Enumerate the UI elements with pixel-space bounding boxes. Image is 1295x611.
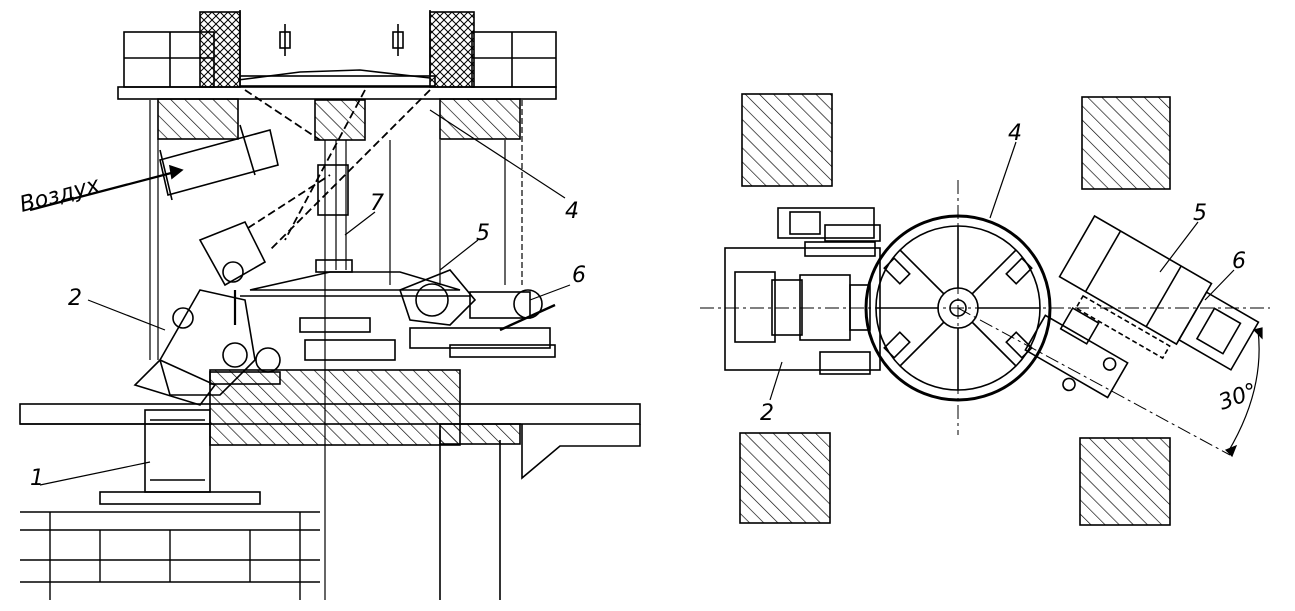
motor-drive-5-6 xyxy=(399,269,556,358)
plan-label-4: 4 xyxy=(1008,121,1022,146)
distributor-disk xyxy=(240,271,470,361)
label-6: 6 xyxy=(572,263,586,288)
air-label: Воздух xyxy=(17,172,103,217)
drive-assembly-5-6 xyxy=(1058,214,1260,371)
right-plan-view xyxy=(700,93,1270,526)
leader-lines xyxy=(39,109,571,486)
plan-columns xyxy=(739,93,1171,526)
label-5: 5 xyxy=(476,221,490,246)
left-elevation-view xyxy=(19,10,641,600)
cylinder-1 xyxy=(99,409,261,505)
label-7: 7 xyxy=(370,191,384,216)
label-4: 4 xyxy=(565,199,579,224)
base-frame xyxy=(20,511,320,600)
air-inlet-duct xyxy=(29,124,279,212)
label-1: 1 xyxy=(30,466,44,491)
upper-slab xyxy=(117,69,557,141)
plan-label-5: 5 xyxy=(1193,201,1207,226)
main-wheel-4 xyxy=(864,214,1052,402)
right-view-labels: 4 5 6 2 30° xyxy=(760,121,1261,426)
frame-lines xyxy=(149,100,523,600)
plan-leader-lines xyxy=(769,141,1235,401)
drive-assembly-2 xyxy=(724,207,881,375)
lower-slab xyxy=(19,369,641,600)
plan-label-6: 6 xyxy=(1232,249,1246,274)
label-2: 2 xyxy=(68,286,82,311)
drive-linkage xyxy=(1024,306,1129,399)
angle-dimension xyxy=(1224,327,1263,458)
plan-label-2: 2 xyxy=(760,401,774,426)
angle-label: 30° xyxy=(1216,379,1261,416)
top-masonry xyxy=(123,10,557,88)
